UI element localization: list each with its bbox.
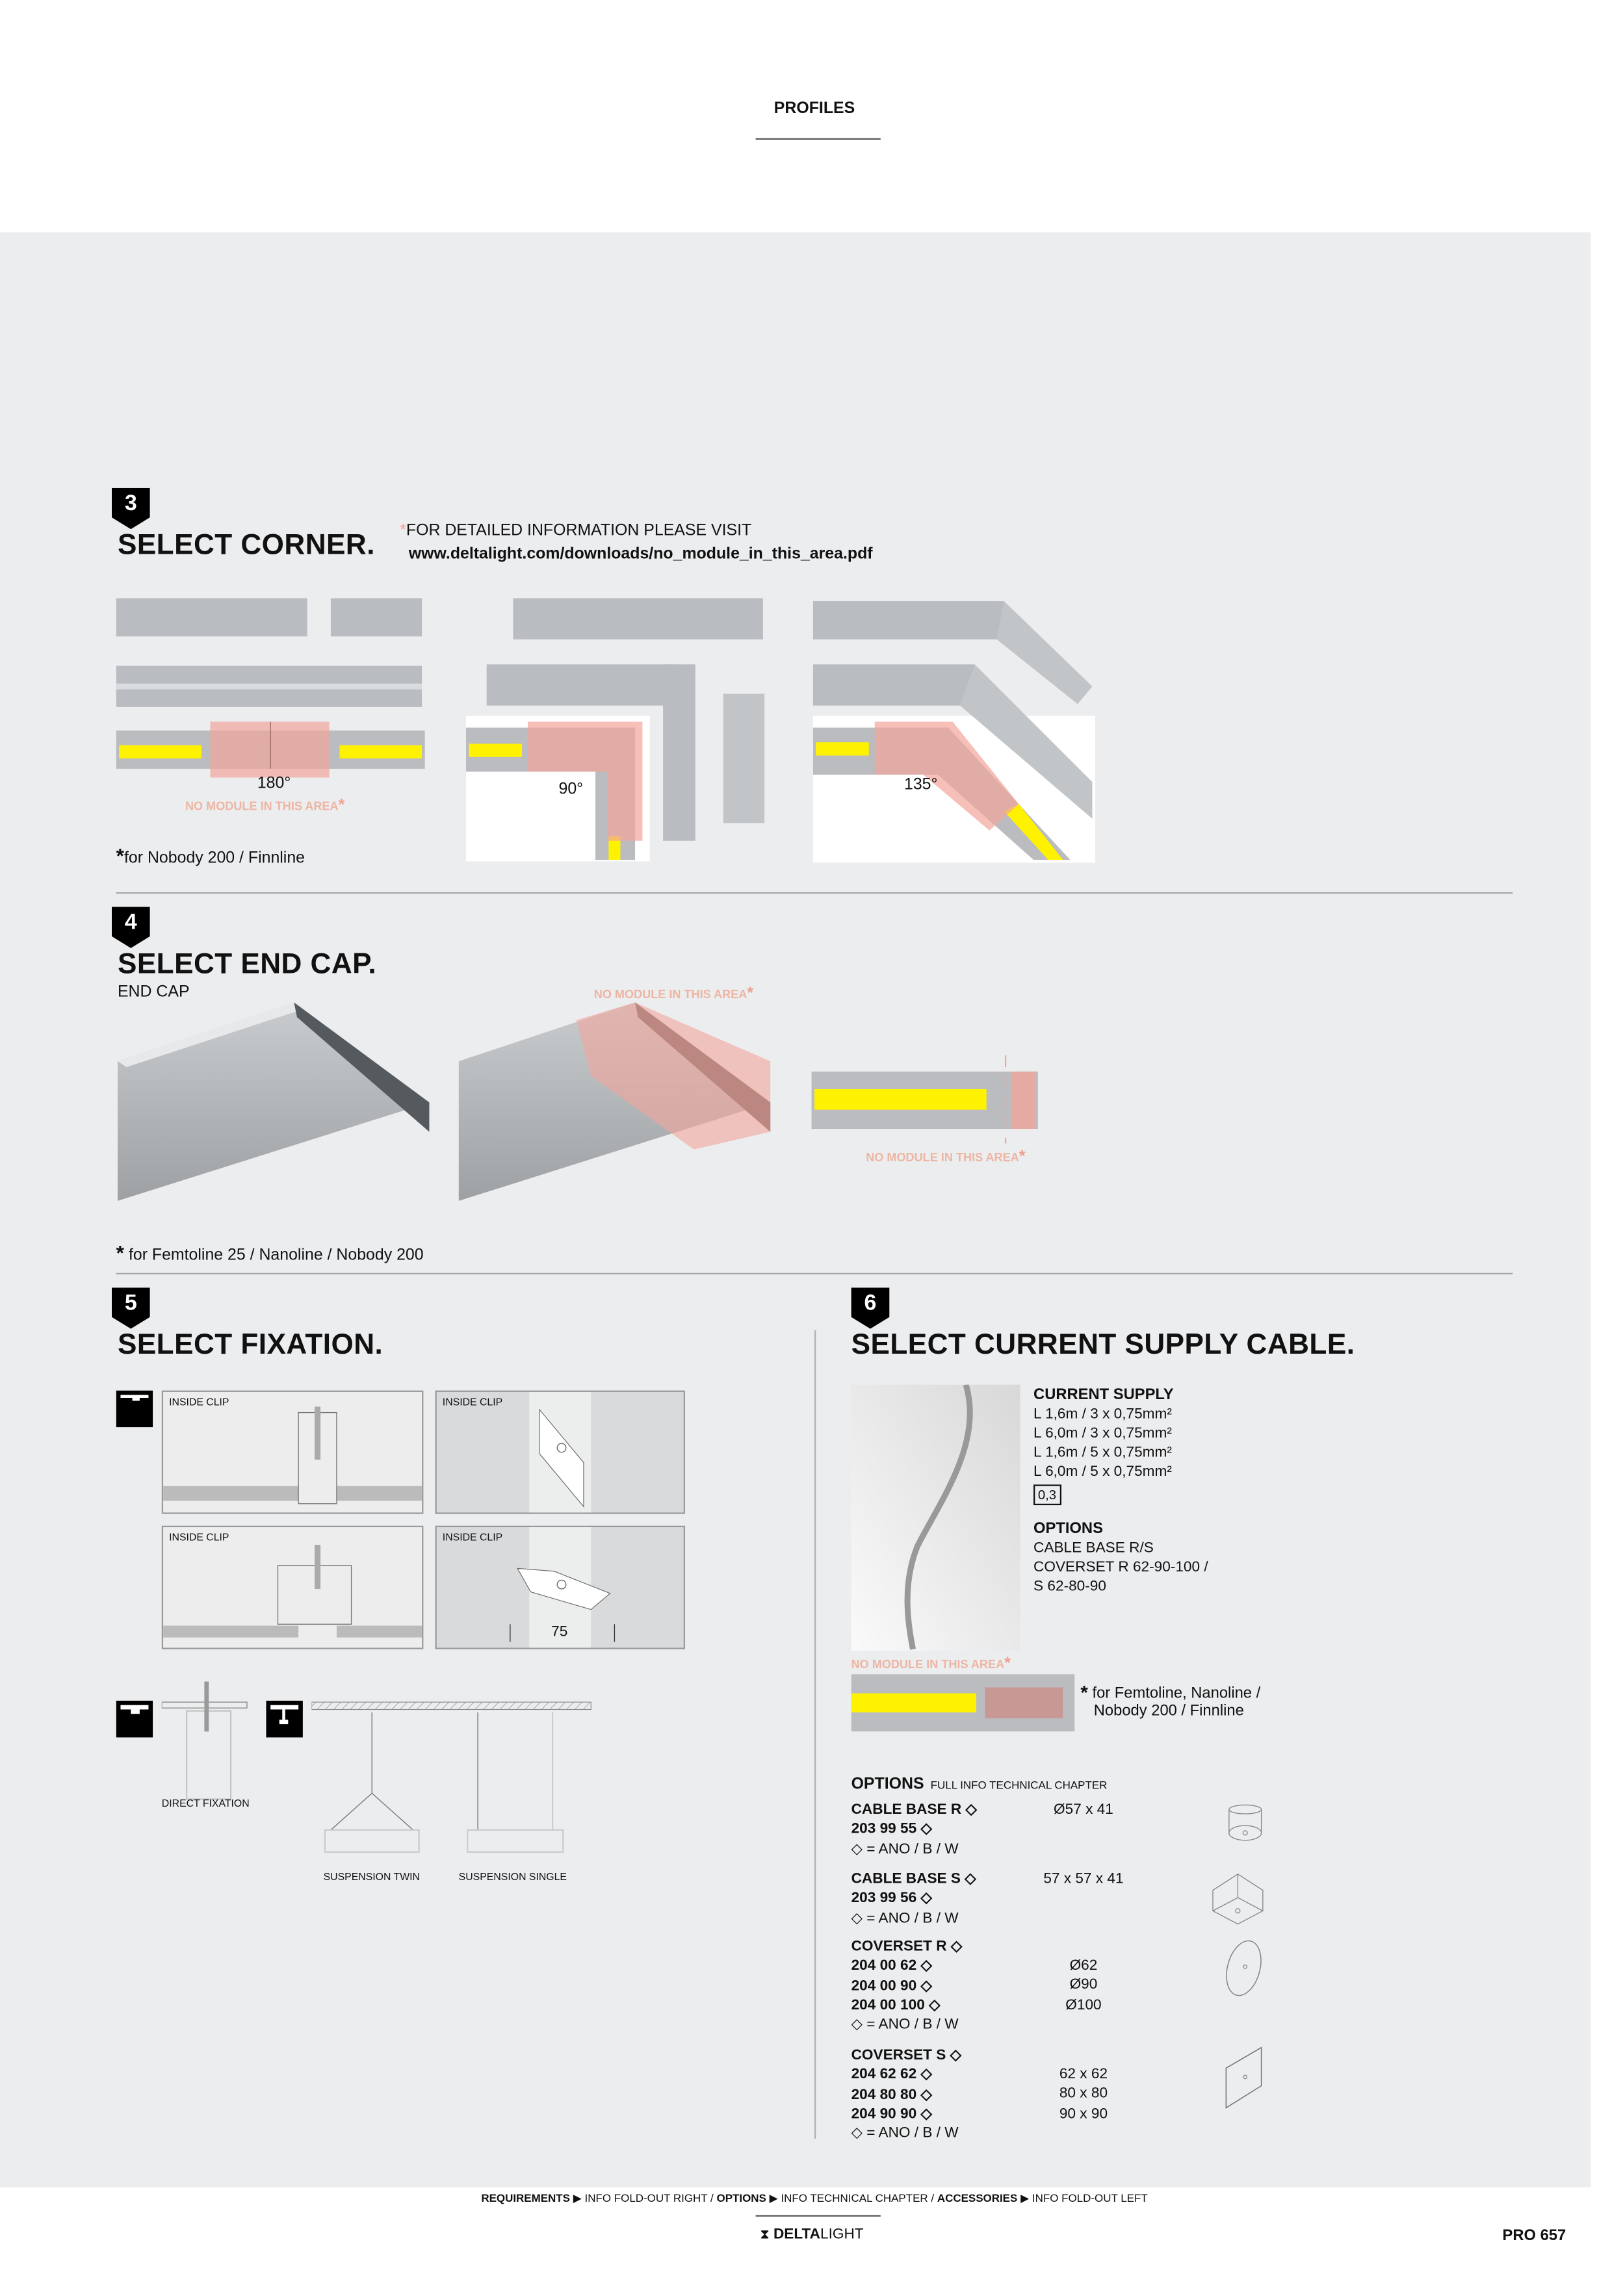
column-divider xyxy=(814,1330,816,2139)
round-plate-icon xyxy=(1226,1940,1262,1996)
content-panel xyxy=(0,232,1591,2187)
endcap-no-module-image xyxy=(458,1002,771,1201)
option-line: CABLE BASE R/S xyxy=(1033,1540,1154,1557)
angle-180: 180° xyxy=(257,774,291,793)
option-coverset-r: COVERSET R ◇204 00 62 ◇204 00 90 ◇204 00… xyxy=(851,1939,963,2033)
corner-info-link[interactable]: www.deltalight.com/downloads/no_module_i… xyxy=(408,545,873,563)
endcap-footnote: * for Femtoline 25 / Nanoline / Nobody 2… xyxy=(116,1240,424,1265)
corner-135-diagram xyxy=(812,601,1096,863)
section-title-cable: SELECT CURRENT SUPPLY CABLE. xyxy=(851,1328,1355,1361)
step-badge-5: 5 xyxy=(111,1287,150,1332)
supply-heading: CURRENT SUPPLY xyxy=(1033,1386,1174,1404)
endcap-image xyxy=(117,1002,430,1201)
corner-footnote: *for Nobody 200 / Finnline xyxy=(116,844,305,868)
option-cable-base-s: CABLE BASE S ◇203 99 56 ◇◇ = ANO / B / W xyxy=(851,1871,976,1927)
cable-footnote: * for Femtoline, Nanoline /Nobody 200 / … xyxy=(1080,1681,1261,1720)
corner-90-diagram xyxy=(465,598,765,862)
cable-bar-diagram xyxy=(851,1674,1075,1732)
rating-badge: 0,3 xyxy=(1033,1484,1061,1506)
deltalight-logo: ⧗ DELTALIGHT xyxy=(760,2226,864,2243)
section-title-endcap: SELECT END CAP. xyxy=(117,948,377,981)
suspension-diagram xyxy=(311,1701,591,1853)
step-badge-3: 3 xyxy=(111,487,150,532)
supply-line: L 6,0m / 3 x 0,75mm² xyxy=(1033,1425,1172,1442)
supply-line: L 6,0m / 5 x 0,75mm² xyxy=(1033,1464,1172,1480)
angle-135: 135° xyxy=(904,776,938,794)
page-number: PRO 657 xyxy=(1502,2226,1566,2245)
corner-180-diagram xyxy=(116,598,425,778)
options-title: OPTIONS FULL INFO TECHNICAL CHAPTER xyxy=(851,1775,1108,1794)
footer-links: REQUIREMENTS ▶ INFO FOLD-OUT RIGHT / OPT… xyxy=(481,2191,1148,2205)
dimension-75: 75 xyxy=(551,1624,568,1641)
no-module-label: NO MODULE IN THIS AREA* xyxy=(866,1148,1026,1166)
option-cable-base-r: CABLE BASE R ◇203 99 55 ◇◇ = ANO / B / W xyxy=(851,1801,977,1857)
direct-fixation-label: DIRECT FIXATION xyxy=(161,1799,250,1810)
logo-icon: ⧗ xyxy=(760,2226,770,2242)
option-dims: 57 x 57 x 41 xyxy=(1043,1871,1124,1888)
divider xyxy=(116,1272,1513,1274)
cable-photo xyxy=(851,1384,1020,1651)
supply-line: L 1,6m / 3 x 0,75mm² xyxy=(1033,1406,1172,1423)
header-title: PROFILES xyxy=(773,99,855,118)
footer-rule xyxy=(755,2215,881,2217)
recessed-mount-icon xyxy=(116,1390,153,1428)
no-module-label: NO MODULE IN THIS AREA* xyxy=(593,985,754,1003)
endcap-subtitle: END CAP xyxy=(117,983,190,1001)
supply-line: L 1,6m / 5 x 0,75mm² xyxy=(1033,1445,1172,1462)
inside-clip-rotate-panel: INSIDE CLIP xyxy=(435,1390,685,1514)
inside-clip-panel: INSIDE CLIP xyxy=(161,1525,424,1649)
options-heading: OPTIONS xyxy=(1033,1519,1103,1538)
step-badge-4: 4 xyxy=(111,907,150,951)
option-line: COVERSET R 62-90-100 / xyxy=(1033,1559,1208,1576)
section-title-fixation: SELECT FIXATION. xyxy=(117,1328,383,1361)
angle-90: 90° xyxy=(558,780,584,799)
step-badge-6: 6 xyxy=(851,1287,890,1332)
inside-clip-dimension-panel: INSIDE CLIP 75 xyxy=(435,1525,685,1649)
suspension-twin-label: SUSPENSION TWIN xyxy=(323,1872,420,1883)
option-coverset-s: COVERSET S ◇204 62 62 ◇204 80 80 ◇204 90… xyxy=(851,2047,962,2142)
direct-fixation-diagram xyxy=(161,1681,248,1800)
divider xyxy=(116,892,1513,894)
supply-block: CURRENT SUPPLY L 1,6m / 3 x 0,75mm² L 6,… xyxy=(1033,1386,1208,1596)
cube-icon xyxy=(1212,1873,1264,1925)
suspension-icon xyxy=(266,1700,303,1738)
option-dims: Ø57 x 41 xyxy=(1054,1801,1113,1818)
option-line: S 62-80-90 xyxy=(1033,1579,1106,1595)
surface-mount-icon xyxy=(116,1700,153,1738)
cylinder-icon xyxy=(1228,1804,1262,1841)
section-title-corner: SELECT CORNER. xyxy=(117,529,375,562)
corner-info-note: *FOR DETAILED INFORMATION PLEASE VISIT xyxy=(400,521,752,540)
square-plate-icon xyxy=(1225,2046,1262,2109)
header-rule xyxy=(755,138,881,140)
endcap-bar-diagram xyxy=(811,1055,1038,1144)
no-module-label: NO MODULE IN THIS AREA* xyxy=(851,1655,1011,1673)
inside-clip-panel: INSIDE CLIP xyxy=(161,1390,424,1514)
suspension-single-label: SUSPENSION SINGLE xyxy=(458,1872,567,1883)
no-module-label: NO MODULE IN THIS AREA* xyxy=(185,796,345,815)
